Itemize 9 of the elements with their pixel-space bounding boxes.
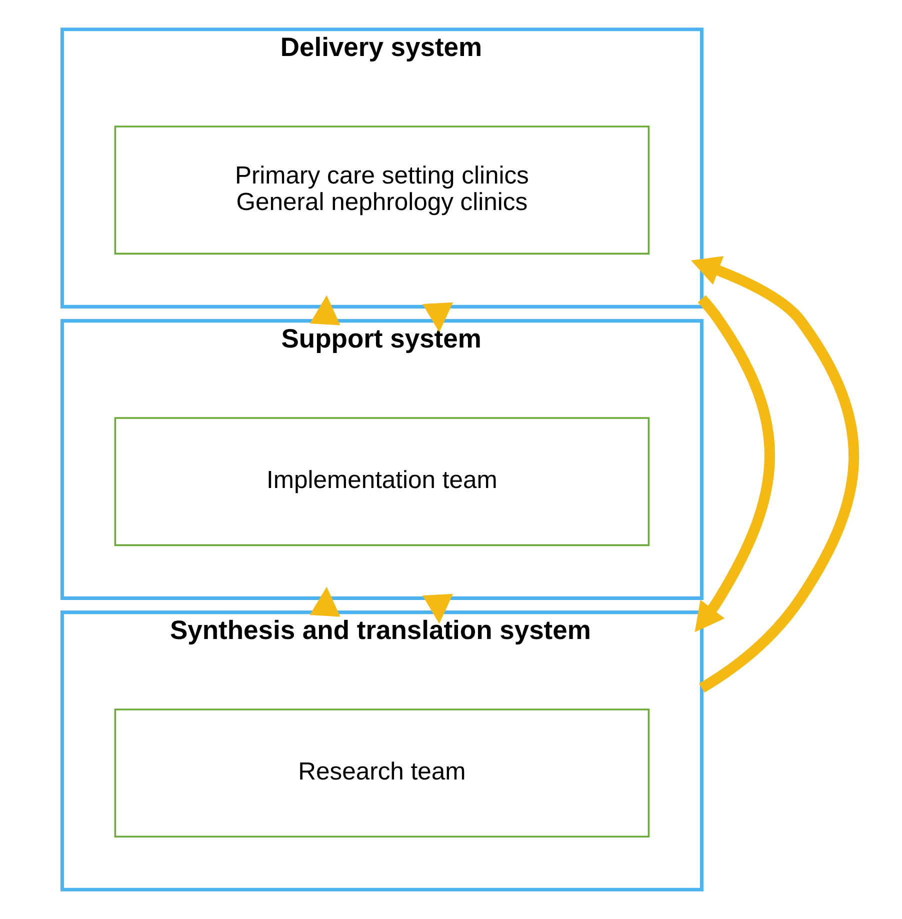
arrow bbox=[422, 302, 453, 332]
arrow bbox=[310, 295, 340, 326]
arrow bbox=[310, 586, 340, 617]
arrow bbox=[422, 594, 453, 624]
node-box: Research team bbox=[114, 708, 650, 838]
node-box: Primary care setting clinics General nephrology clinics bbox=[114, 126, 650, 255]
node-box: Implementation team bbox=[114, 417, 650, 546]
arrow bbox=[691, 256, 859, 693]
arrow bbox=[694, 295, 775, 632]
